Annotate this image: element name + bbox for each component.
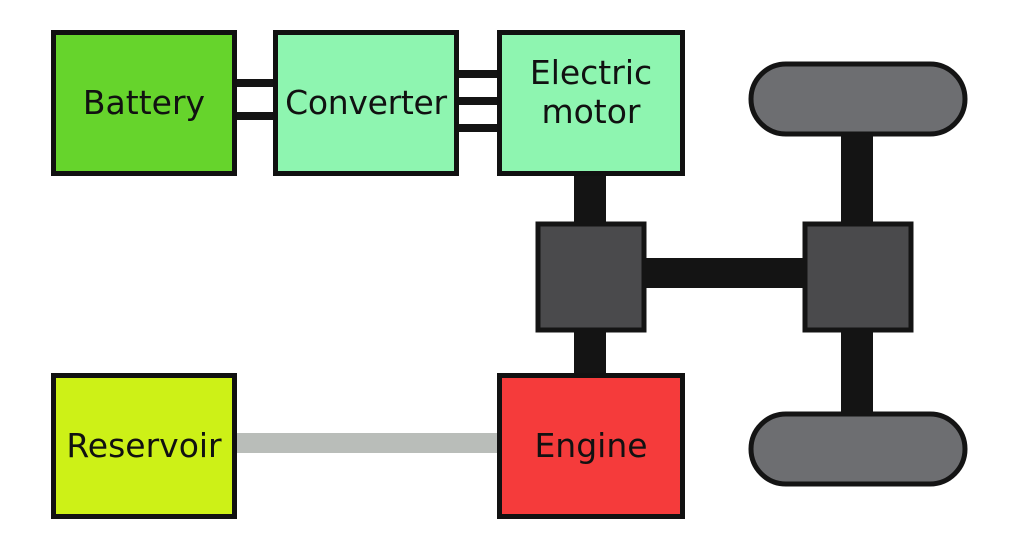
- reservoir-label: Reservoir: [66, 426, 222, 466]
- reservoir-box: Reservoir: [51, 373, 237, 519]
- engine-label: Engine: [534, 426, 648, 466]
- engine-box: Engine: [497, 373, 685, 519]
- converter-motor-wire-top: [457, 70, 501, 78]
- battery-converter-wire-bottom: [235, 112, 277, 120]
- battery-label: Battery: [82, 83, 206, 123]
- fuel-line: [235, 433, 500, 453]
- converter-motor-wire-bottom: [457, 124, 501, 132]
- engine-gearbox-shaft: [574, 326, 606, 378]
- battery-converter-wire-top: [235, 79, 277, 87]
- power-split-gearbox: [535, 221, 647, 333]
- front-axle: [841, 130, 873, 226]
- drive-shaft: [640, 258, 808, 288]
- differential-gearbox: [802, 221, 914, 333]
- battery-box: Battery: [51, 30, 237, 176]
- converter-motor-wire-middle: [457, 97, 501, 105]
- rear-axle: [841, 326, 873, 418]
- converter-label: Converter: [285, 83, 447, 123]
- converter-box: Converter: [273, 30, 459, 176]
- electric-motor-label: Electric motor: [529, 53, 653, 131]
- electric-motor-box: Electric motor: [497, 30, 685, 176]
- front-wheel: [748, 61, 968, 137]
- motor-gearbox-shaft: [574, 172, 606, 228]
- rear-wheel: [748, 411, 968, 487]
